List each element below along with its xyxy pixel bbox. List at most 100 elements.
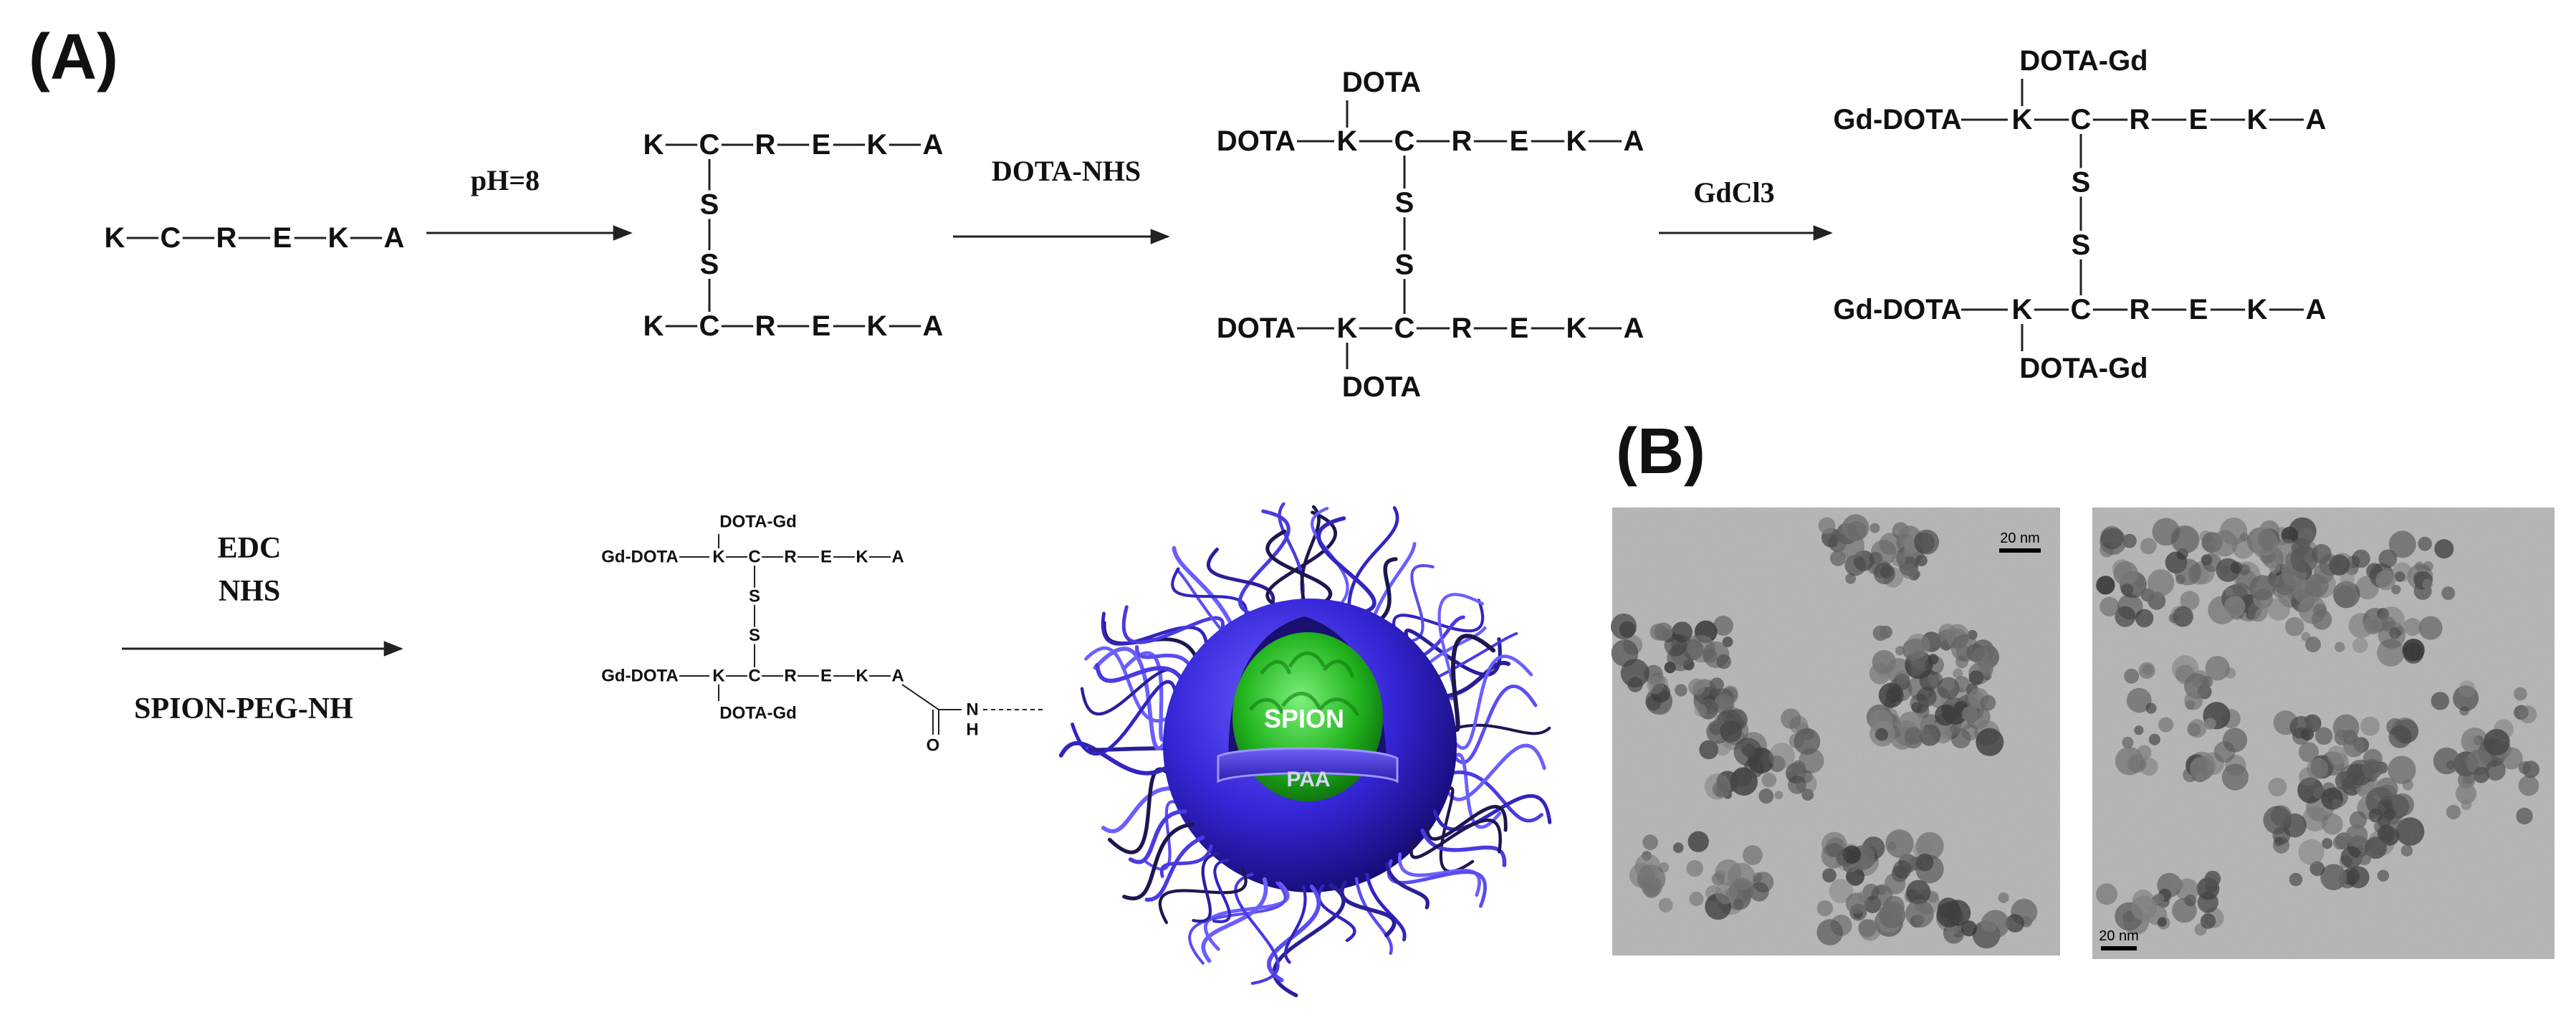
reagent-nhs: NHS xyxy=(219,575,280,608)
peg-chain xyxy=(1384,862,1430,910)
residue-label: K xyxy=(856,667,868,686)
peg-chain xyxy=(1172,545,1235,629)
dota-gd-label: DOTA-Gd xyxy=(2019,353,2148,384)
peg-chain xyxy=(1425,804,1508,841)
residue-label: R xyxy=(784,548,796,567)
residue-label: K xyxy=(712,548,725,567)
peg-chain xyxy=(1347,506,1399,612)
reagent-spion-peg-nh: SPION-PEG-NH xyxy=(134,692,353,725)
gd-dota-label: Gd-DOTA xyxy=(601,548,679,567)
peg-chain xyxy=(1171,567,1248,622)
residue-label: C xyxy=(161,222,181,254)
residue-label: E xyxy=(812,310,831,342)
residue-label: E xyxy=(273,222,292,254)
tem-image-right: 20 nm xyxy=(2092,507,2555,959)
reagent-ph: pH=8 xyxy=(471,164,540,196)
peg-chain xyxy=(1283,885,1307,964)
residue-label: R xyxy=(755,129,776,161)
residue-label: C xyxy=(748,548,760,567)
nitrogen-atom: N xyxy=(966,700,978,720)
sulfur-atom: S xyxy=(749,586,760,606)
peg-chain xyxy=(1122,822,1195,901)
residue-label: C xyxy=(2071,294,2092,325)
residue-label: E xyxy=(820,667,832,686)
peg-chain xyxy=(1365,872,1407,942)
peg-chain xyxy=(1101,611,1209,652)
sulfur-atom: S xyxy=(2072,229,2091,261)
peg-chain xyxy=(1449,685,1538,765)
residue-label: K xyxy=(1337,313,1358,344)
residue-label: E xyxy=(2189,104,2208,135)
residue-label: R xyxy=(2130,104,2150,135)
residue-label: R xyxy=(1452,125,1473,157)
peg-chain xyxy=(1201,877,1268,963)
residue-label: C xyxy=(1394,125,1415,157)
residue-label: A xyxy=(384,222,405,254)
spion-nanoparticle: SPION PAA xyxy=(1058,502,1552,998)
peg-chain xyxy=(1095,662,1186,685)
peg-chain xyxy=(1316,516,1376,616)
peg-chain xyxy=(1071,680,1179,756)
peg-chain xyxy=(1432,793,1552,831)
residue-label: C xyxy=(1394,313,1415,344)
peg-chain xyxy=(1234,872,1280,985)
residue-label: K xyxy=(105,222,125,254)
sulfur-atom: S xyxy=(700,249,719,280)
scale-label-left: 20 nm xyxy=(2000,530,2040,546)
residue-label: K xyxy=(643,129,664,161)
peg-chain xyxy=(1272,883,1346,998)
peg-chain xyxy=(1128,809,1187,864)
residue-label: R xyxy=(216,222,237,254)
panel-b-label: (B) xyxy=(1616,416,1705,487)
residue-label: K xyxy=(856,548,868,567)
peg-chain xyxy=(1354,877,1394,955)
residue-label: C xyxy=(2071,104,2092,135)
residue-label: K xyxy=(2012,294,2033,325)
reagent-dota-nhs: DOTA-NHS xyxy=(992,155,1141,187)
residue-label: C xyxy=(748,667,760,686)
peg-chain xyxy=(1237,509,1291,617)
sulfur-atom: S xyxy=(2072,166,2091,198)
peg-chain xyxy=(1387,859,1487,908)
paa-ring xyxy=(1217,747,1399,783)
peg-chain xyxy=(1398,852,1481,897)
residue-label: K xyxy=(2012,104,2033,135)
peg-chain xyxy=(1144,835,1205,902)
residue-label: K xyxy=(1566,125,1587,157)
residue-label: E xyxy=(1510,125,1529,157)
residue-label: A xyxy=(923,129,944,161)
residue-label: R xyxy=(784,667,796,686)
peg-chain xyxy=(1101,786,1178,834)
peg-chain xyxy=(1265,529,1333,607)
spion-label: SPION xyxy=(1264,704,1344,733)
peg-chain xyxy=(1093,647,1172,750)
peg-chains-back xyxy=(1058,502,1551,873)
peg-chain xyxy=(1375,557,1398,624)
peg-chain xyxy=(1404,628,1502,677)
peg-chain xyxy=(1206,548,1275,612)
residue-label: K xyxy=(1337,125,1358,157)
peg-chain xyxy=(1175,568,1226,635)
peg-chain xyxy=(1432,631,1518,680)
residue-label: A xyxy=(2306,104,2327,135)
residue-label: E xyxy=(812,129,831,161)
residue-label: C xyxy=(699,129,720,161)
bond xyxy=(901,684,939,710)
peg-chain xyxy=(1449,654,1533,750)
residue-label: A xyxy=(1624,313,1644,344)
paa-label: PAA xyxy=(1286,768,1330,791)
dota-label: DOTA xyxy=(1342,67,1421,98)
peg-chain xyxy=(1058,741,1172,776)
core-ridges xyxy=(1249,651,1360,717)
residue-label: K xyxy=(712,667,725,686)
peg-chain xyxy=(1437,593,1484,701)
peg-chain xyxy=(1446,770,1543,823)
oxygen-atom: O xyxy=(927,736,940,756)
tem-image-left: 20 nm xyxy=(1611,507,2060,955)
peg-chain xyxy=(1192,852,1220,923)
